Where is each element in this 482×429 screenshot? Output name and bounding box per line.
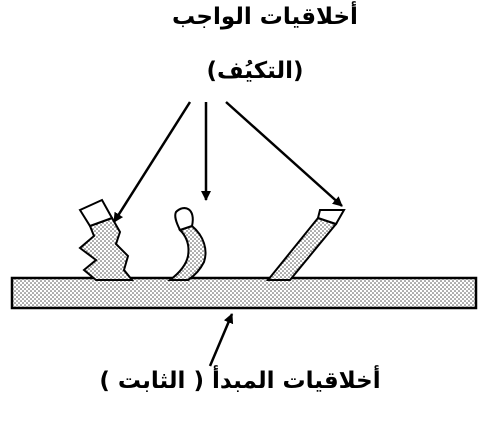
branch-jagged	[78, 198, 135, 281]
base-bar	[10, 276, 478, 310]
top-subtitle: (التكيُف)	[206, 58, 304, 84]
branch-curved	[167, 207, 207, 281]
arrow-to-base	[208, 313, 234, 367]
top-title: أخلاقيات الواجب	[172, 4, 358, 30]
branch-straight	[265, 209, 346, 281]
bottom-title: أخلاقيات المبدأ ( الثابت )	[99, 368, 381, 394]
arrow-to-straight	[225, 101, 343, 207]
arrow-to-jagged	[112, 101, 192, 223]
